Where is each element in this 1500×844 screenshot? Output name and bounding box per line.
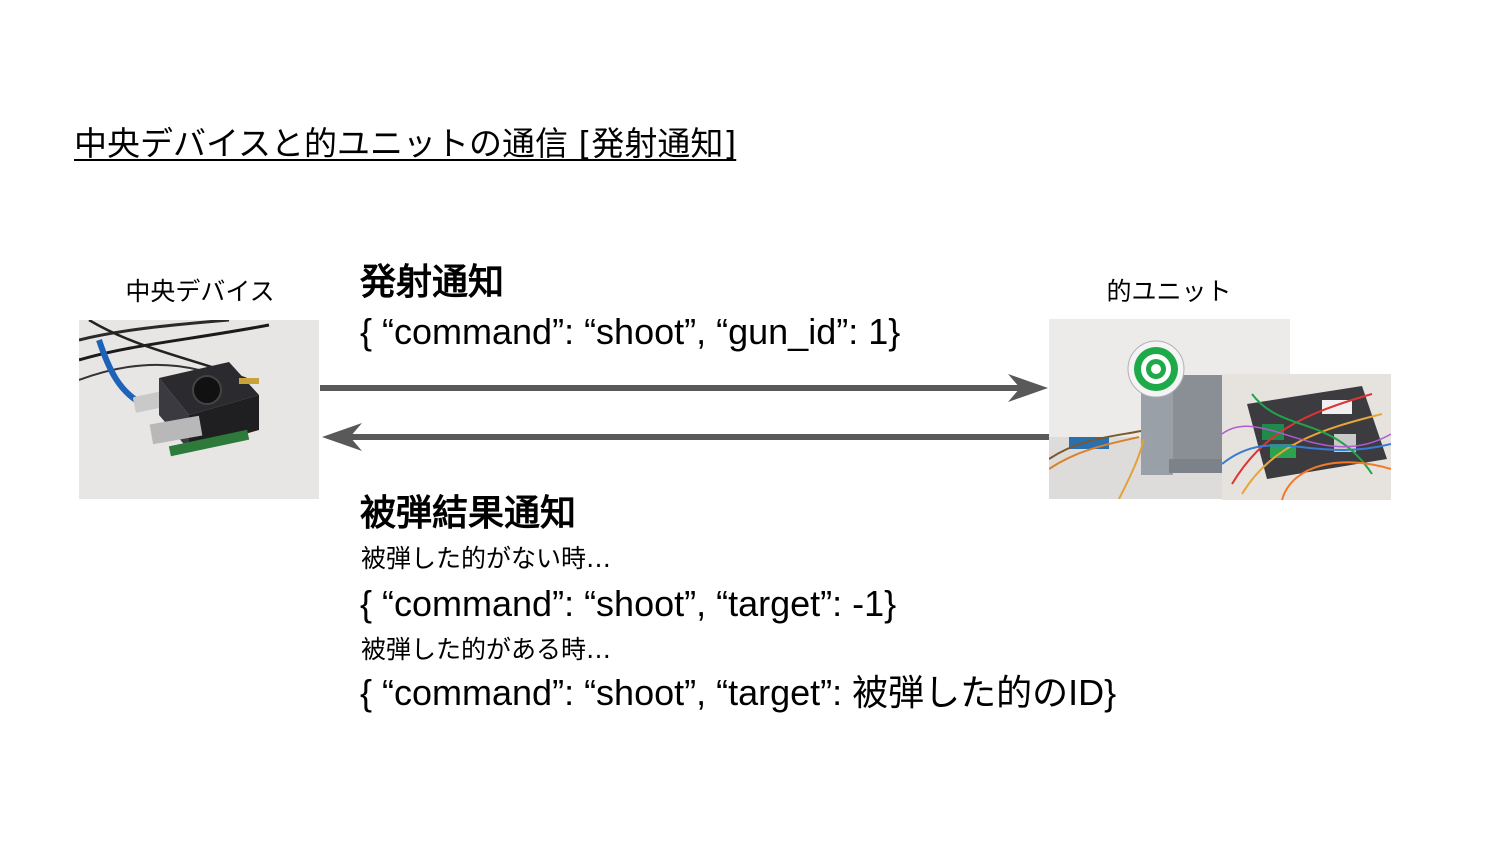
message-arrows <box>320 374 1049 451</box>
hit-result-arrow <box>322 423 1049 451</box>
central-device-photo <box>79 320 319 499</box>
slide-title: 中央デバイスと的ユニットの通信 [発射通知] <box>74 124 737 163</box>
fire-notification-payload: { “command”: “shoot”, “gun_id”: 1} <box>360 311 901 352</box>
hit-payload: { “command”: “shoot”, “target”: 被弾した的のID… <box>360 672 1117 713</box>
central-device-label: 中央デバイス <box>125 277 275 306</box>
hit-condition: 被弾した的がある時… <box>361 635 612 664</box>
no-hit-condition: 被弾した的がない時… <box>361 544 612 573</box>
no-hit-payload: { “command”: “shoot”, “target”: -1} <box>360 583 897 624</box>
circuit-board-photo <box>1222 374 1391 500</box>
fire-notification-arrow <box>320 374 1048 402</box>
hit-result-heading: 被弾結果通知 <box>360 493 577 534</box>
fire-notification-heading: 発射通知 <box>360 262 505 303</box>
target-unit-label: 的ユニット <box>1106 277 1232 306</box>
